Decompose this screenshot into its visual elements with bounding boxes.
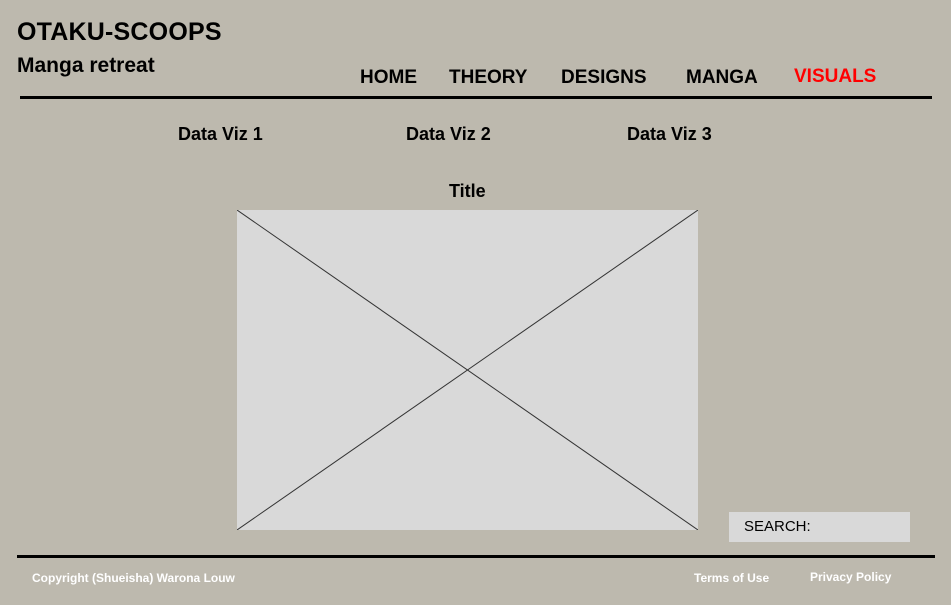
tab-data-viz-2[interactable]: Data Viz 2: [406, 124, 491, 144]
tab-data-viz-3[interactable]: Data Viz 3: [627, 124, 712, 144]
image-placeholder-cross-icon: [237, 210, 698, 530]
nav-item-designs[interactable]: DESIGNS: [561, 67, 647, 88]
viz-title: Title: [449, 181, 486, 201]
site-title: OTAKU-SCOOPS: [17, 18, 222, 46]
viz-placeholder: [237, 210, 698, 530]
footer-divider: [17, 555, 935, 558]
nav-item-home[interactable]: HOME: [360, 67, 417, 88]
nav-item-manga[interactable]: MANGA: [686, 67, 758, 88]
site-subtitle: Manga retreat: [17, 54, 155, 77]
nav-item-visuals[interactable]: VISUALS: [794, 66, 877, 87]
nav-item-theory[interactable]: THEORY: [449, 67, 528, 88]
placeholder-diagonal-2: [237, 210, 698, 530]
tab-data-viz-1[interactable]: Data Viz 1: [178, 124, 263, 144]
privacy-policy-link[interactable]: Privacy Policy: [810, 570, 892, 584]
search-input[interactable]: SEARCH:: [729, 512, 910, 542]
footer-copyright: Copyright (Shueisha) Warona Louw: [32, 571, 235, 585]
terms-of-use-link[interactable]: Terms of Use: [694, 571, 770, 585]
header-divider: [20, 96, 932, 99]
